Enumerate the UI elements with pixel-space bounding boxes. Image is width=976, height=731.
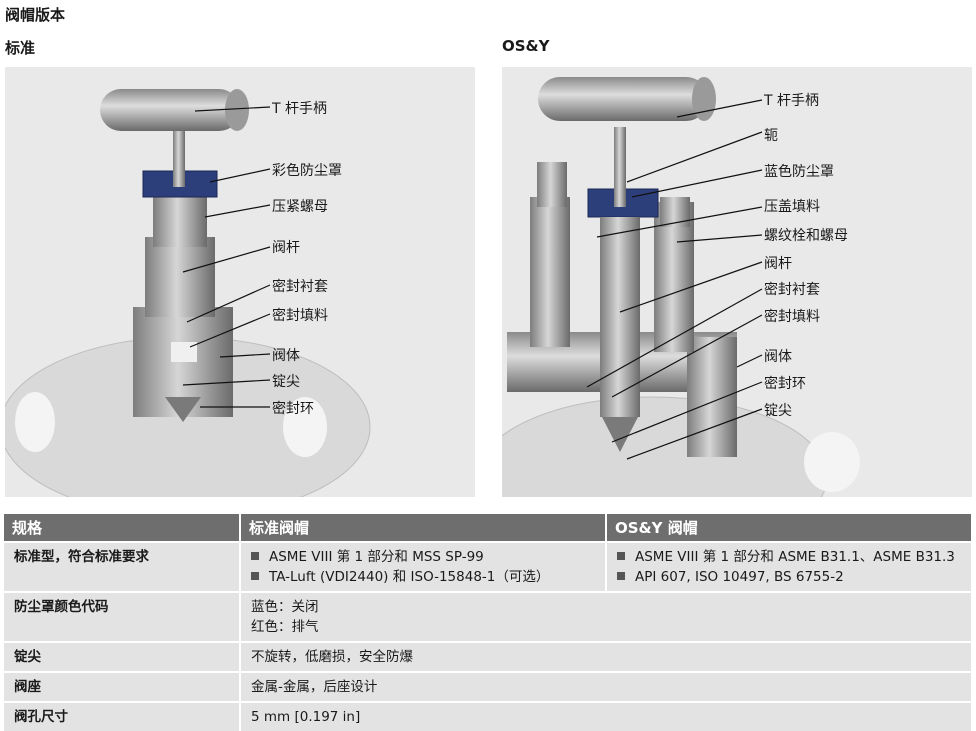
bullet-icon	[617, 552, 625, 560]
standard-heading: 标准	[5, 39, 36, 57]
table-row: 阀孔尺寸 5 mm [0.197 in]	[4, 701, 973, 731]
row-value: 5 mm [0.197 in]	[240, 701, 973, 731]
header-standard: 标准阀帽	[240, 514, 607, 542]
row-value: 不旋转，低磨损，安全防爆	[240, 641, 973, 672]
label-seal-bushing: 密封衬套	[764, 282, 820, 298]
label-spindle-tip: 锭尖	[272, 374, 300, 390]
list-item: ASME VIII 第 1 部分和 MSS SP-99	[251, 547, 605, 567]
osy-heading: OS&Y	[502, 37, 550, 55]
label-t-handle: T 杆手柄	[272, 101, 328, 117]
table-row: 标准型，符合标准要求 ASME VIII 第 1 部分和 MSS SP-99 T…	[4, 541, 973, 592]
label-yoke: 轭	[764, 128, 778, 144]
spec-table: 规格 标准阀帽 OS&Y 阀帽 标准型，符合标准要求 ASME VIII 第 1…	[4, 514, 973, 731]
row-key: 阀孔尺寸	[4, 701, 241, 731]
label-gland-nut: 压紧螺母	[272, 199, 328, 215]
page-title: 阀帽版本	[5, 6, 66, 24]
row-value: 金属-金属，后座设计	[240, 671, 973, 702]
label-stem: 阀杆	[272, 240, 300, 256]
bullet-icon	[251, 572, 259, 580]
standard-bonnet-illustration: T 杆手柄 彩色防尘罩 压紧螺母 阀杆 密封衬套 密封填料 阀体 锭尖 密封环	[5, 67, 475, 497]
osy-bonnet-illustration: T 杆手柄 轭 蓝色防尘罩 压盖填料 螺纹栓和螺母 阀杆 密封衬套 密封填料 阀…	[502, 67, 972, 497]
header-osy: OS&Y 阀帽	[606, 514, 973, 542]
label-body: 阀体	[764, 349, 792, 365]
label-seal-ring: 密封环	[272, 401, 314, 417]
list-item: ASME VIII 第 1 部分和 ASME B31.1、ASME B31.3	[617, 547, 970, 567]
label-t-handle: T 杆手柄	[764, 93, 820, 109]
list-item: TA-Luft (VDI2440) 和 ISO-15848-1（可选）	[251, 567, 605, 587]
table-row: 防尘罩颜色代码 蓝色：关闭 红色：排气	[4, 591, 973, 642]
row-key: 锭尖	[4, 641, 241, 672]
label-packing: 密封填料	[272, 308, 328, 324]
standard-valve-drawing	[5, 89, 371, 497]
standard-compliance-cell: ASME VIII 第 1 部分和 MSS SP-99 TA-Luft (VDI…	[240, 541, 607, 592]
label-bolts-nuts: 螺纹栓和螺母	[764, 228, 848, 244]
row-key: 阀座	[4, 671, 241, 702]
list-item: API 607, ISO 10497, BS 6755-2	[617, 567, 970, 587]
table-row: 阀座 金属-金属，后座设计	[4, 671, 973, 702]
header-spec: 规格	[4, 514, 241, 542]
table-header-row: 规格 标准阀帽 OS&Y 阀帽	[4, 514, 973, 542]
label-packing: 密封填料	[764, 309, 820, 325]
label-dust-cap: 彩色防尘罩	[272, 163, 342, 179]
bullet-icon	[617, 572, 625, 580]
label-spindle-tip: 锭尖	[764, 403, 792, 419]
label-stem: 阀杆	[764, 256, 792, 272]
label-blue-dust-cap: 蓝色防尘罩	[764, 164, 834, 180]
table-row: 锭尖 不旋转，低磨损，安全防爆	[4, 641, 973, 672]
row-value: 蓝色：关闭 红色：排气	[240, 591, 973, 642]
row-key: 标准型，符合标准要求	[4, 541, 241, 592]
label-gland-packing: 压盖填料	[764, 199, 820, 215]
row-key: 防尘罩颜色代码	[4, 591, 241, 642]
bullet-icon	[251, 552, 259, 560]
osy-valve-drawing	[502, 77, 860, 497]
label-seal-ring: 密封环	[764, 376, 806, 392]
osy-compliance-cell: ASME VIII 第 1 部分和 ASME B31.1、ASME B31.3 …	[606, 541, 973, 592]
label-seal-bushing: 密封衬套	[272, 279, 328, 295]
label-body: 阀体	[272, 348, 300, 364]
